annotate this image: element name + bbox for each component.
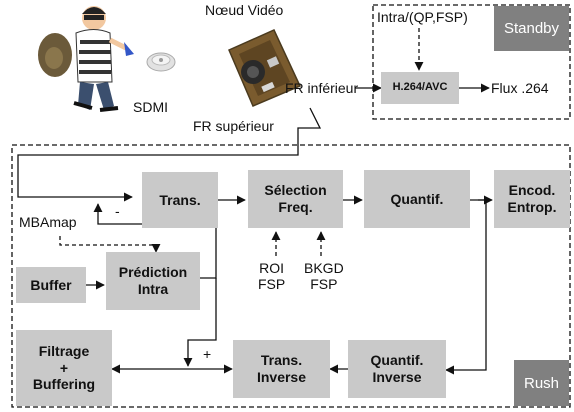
quantif-inverse-block: Quantif. Inverse xyxy=(348,340,446,398)
fr-superior-label: FR supérieur xyxy=(193,118,274,134)
roi-fsp-label: ROI FSP xyxy=(258,260,286,293)
trans-block: Trans. xyxy=(142,172,218,228)
quantif-block: Quantif. xyxy=(364,170,470,228)
h264-avc-block: H.264/AVC xyxy=(381,72,459,104)
buffer-block: Buffer xyxy=(16,267,86,303)
video-node-illustration xyxy=(228,29,302,107)
rush-tag: Rush xyxy=(514,360,569,406)
minus-sign: - xyxy=(115,203,120,219)
fr-inferior-label: FR inférieur xyxy=(285,80,359,96)
thief-illustration xyxy=(38,6,134,112)
bkgd-fsp-label: BKGD FSP xyxy=(304,260,344,293)
quantif-to-quantif-inverse-path xyxy=(445,199,487,375)
video-node-label: Nœud Vidéo xyxy=(205,2,284,18)
prediction-intra-block: Prédiction Intra xyxy=(106,252,200,310)
standby-group-border xyxy=(372,4,571,120)
mbamap-dashed-arrow xyxy=(59,236,161,253)
plus-sign: + xyxy=(203,346,212,362)
sdmi-label: SDMI xyxy=(133,99,168,115)
fr-superior-path xyxy=(17,107,322,202)
h264-avc-label: H.264/AVC xyxy=(392,81,448,94)
selection-freq-block: Sélection Freq. xyxy=(248,170,343,228)
prediction-to-sum-path xyxy=(183,278,217,367)
rush-group-border xyxy=(11,144,571,408)
trans-inverse-block: Trans. Inverse xyxy=(233,340,330,398)
sdmi-sensor-illustration xyxy=(146,52,176,72)
mbamap-label: MBAmap xyxy=(19,214,77,230)
encod-entrop-block: Encod. Entrop. xyxy=(494,170,570,228)
flux-264-label: Flux .264 xyxy=(491,80,549,96)
intra-qp-fsp-label: Intra/(QP,FSP) xyxy=(377,9,468,25)
standby-tag: Standby xyxy=(494,6,569,51)
filtrage-buffering-block: Filtrage + Buffering xyxy=(16,330,112,406)
